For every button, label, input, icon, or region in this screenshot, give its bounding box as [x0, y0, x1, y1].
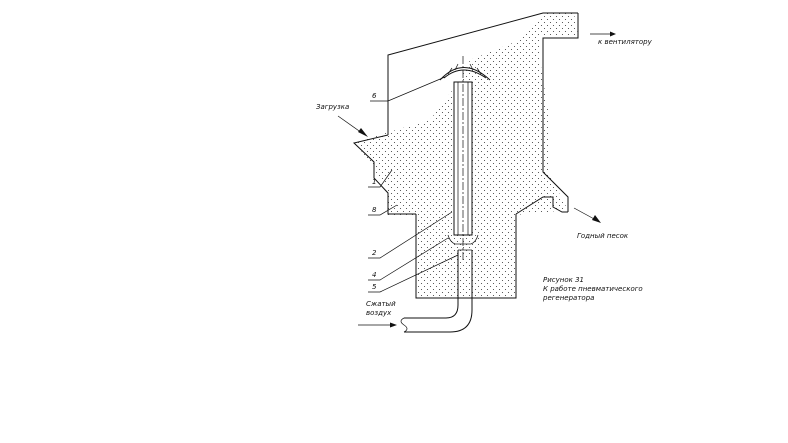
label-compressed-air-line2: воздух	[366, 309, 392, 317]
air-supply-pipe	[400, 249, 473, 333]
housing-outline	[352, 12, 579, 299]
callout-4: 4	[372, 271, 376, 279]
central-column	[453, 56, 473, 260]
arrow-loading	[337, 115, 368, 137]
callout-5: 5	[372, 283, 377, 291]
caption-line-1: Рисунок 31	[543, 276, 584, 284]
arrow-to-fan	[590, 31, 616, 37]
deflector-cap	[439, 63, 491, 81]
callout-6: 6	[372, 92, 377, 100]
callout-8: 8	[372, 206, 377, 214]
label-compressed-air-line1: Сжатый	[366, 300, 396, 308]
leader-lines	[368, 76, 459, 293]
caption-line-3: регенератора	[542, 294, 594, 302]
air-nozzle	[447, 234, 479, 245]
caption-line-2: К работе пневматического	[543, 285, 643, 293]
arrow-product-out	[573, 207, 601, 223]
callout-2: 2	[372, 249, 377, 257]
arrow-compressed-air	[358, 322, 397, 328]
callout-1: 1	[372, 178, 376, 186]
label-loading: Загрузка	[316, 103, 349, 111]
label-to-fan: к вентилятору	[598, 38, 653, 46]
label-product-out: Годный песок	[577, 232, 629, 240]
